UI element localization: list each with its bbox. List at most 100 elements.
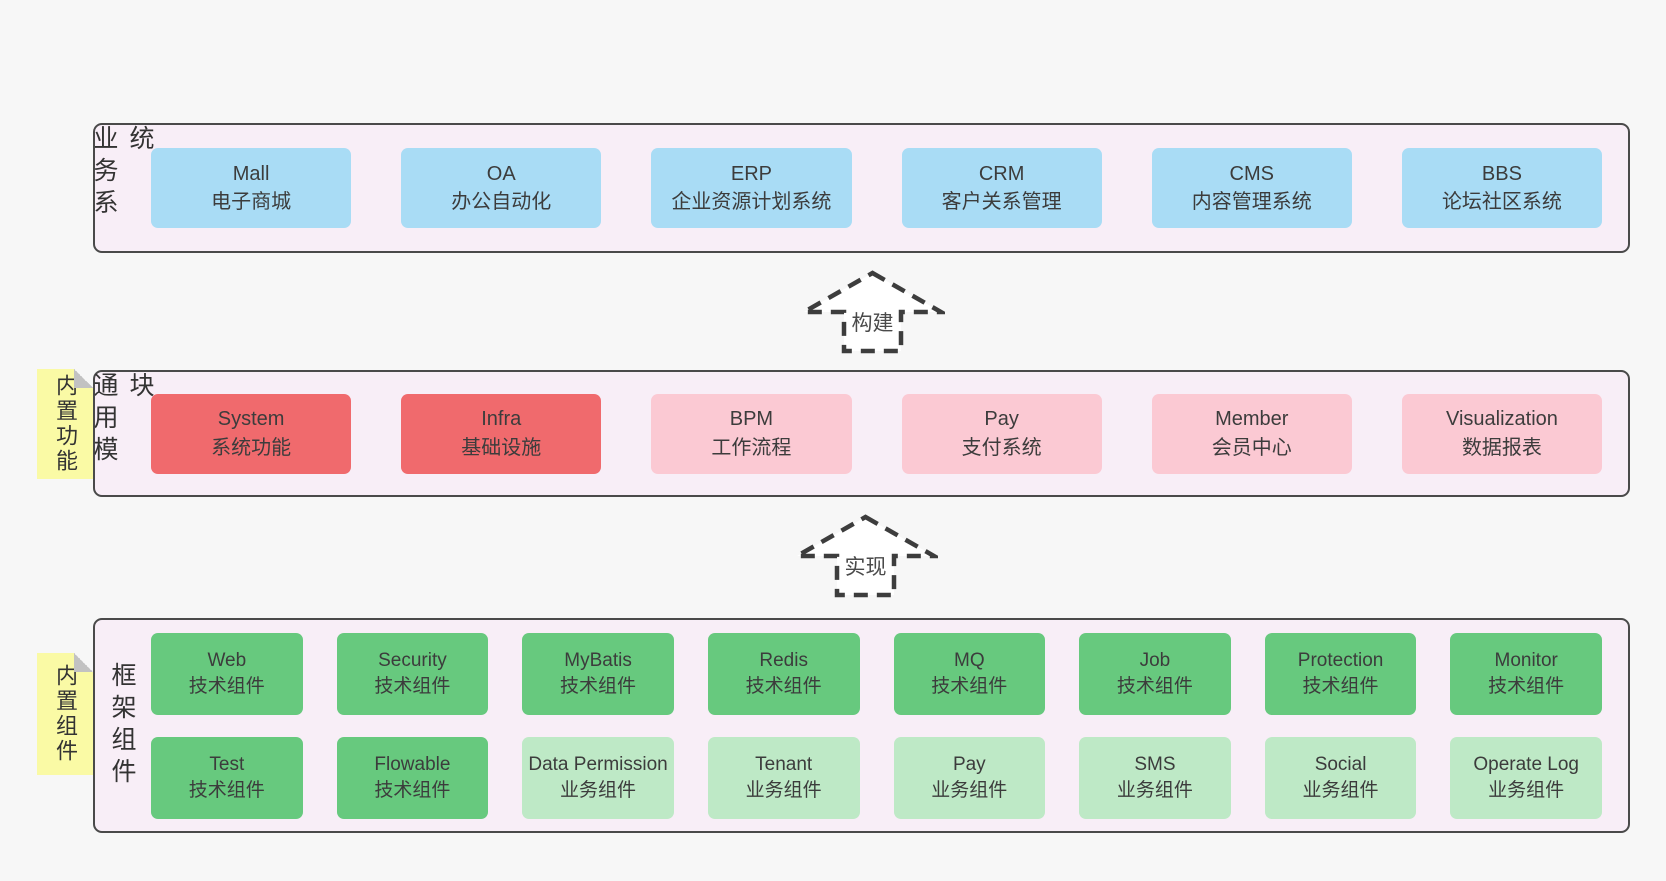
band-framework-components-label: 框架组件 [108, 661, 136, 790]
box-redis-title: Redis [759, 650, 808, 672]
box-oa-subtitle: 办公自动化 [451, 191, 552, 213]
box-protection-title: Protection [1297, 650, 1384, 672]
box-member-subtitle: 会员中心 [1211, 436, 1292, 459]
box-bpm: BPM 工作流程 [651, 393, 852, 474]
box-erp-title: ERP [730, 162, 772, 185]
box-system: System 系统功能 [151, 393, 352, 474]
business-systems-box-row: Mall 电子商城 OA 办公自动化 ERP 企业资源计划系统 CRM 客户关系… [149, 125, 1628, 251]
box-mall: Mall 电子商城 [151, 148, 352, 228]
box-operate-log-subtitle: 业务组件 [1488, 779, 1565, 801]
box-operate-log: Operate Log 业务组件 [1450, 736, 1602, 819]
box-infra-subtitle: 基础设施 [461, 436, 542, 459]
box-web-subtitle: 技术组件 [188, 675, 265, 697]
box-mybatis-subtitle: 技术组件 [560, 675, 637, 697]
box-security-subtitle: 技术组件 [374, 675, 451, 697]
box-member: Member 会员中心 [1151, 393, 1352, 474]
build-arrow: 构建 [800, 270, 945, 354]
box-mq-subtitle: 技术组件 [931, 675, 1008, 697]
box-test-title: Test [209, 754, 245, 776]
folded-corner-icon [74, 653, 93, 672]
band-framework-components: 框架组件 Web 技术组件 Security 技术组件 MyBatis 技术组件… [93, 618, 1630, 833]
box-social-subtitle: 业务组件 [1302, 779, 1379, 801]
box-job-subtitle: 技术组件 [1116, 675, 1193, 697]
box-social-title: Social [1314, 754, 1367, 776]
common-modules-box-row: System 系统功能 Infra 基础设施 BPM 工作流程 Pay 支付系统… [149, 372, 1628, 495]
box-flowable-subtitle: 技术组件 [374, 779, 451, 801]
band-common-modules: 通用模块 System 系统功能 Infra 基础设施 BPM 工作流程 Pay… [90, 370, 1630, 497]
sticky-built-in-features-label: 内置功能 [53, 374, 78, 474]
box-security-title: Security [378, 650, 447, 672]
box-job-title: Job [1139, 650, 1171, 672]
box-mall-title: Mall [232, 162, 270, 185]
box-visualization-title: Visualization [1445, 408, 1558, 431]
box-member-title: Member [1215, 408, 1289, 431]
box-sms-title: SMS [1134, 754, 1176, 776]
box-test-subtitle: 技术组件 [188, 779, 265, 801]
box-pay-component: Pay 业务组件 [893, 736, 1046, 819]
box-crm-title: CRM [978, 162, 1025, 185]
box-pay-module: Pay 支付系统 [901, 393, 1102, 474]
box-pay-module-subtitle: 支付系统 [961, 436, 1042, 459]
box-protection: Protection 技术组件 [1264, 632, 1417, 715]
box-mq-title: MQ [954, 650, 985, 672]
box-bbs: BBS 论坛社区系统 [1401, 148, 1603, 228]
box-erp-subtitle: 企业资源计划系统 [671, 191, 832, 213]
box-sms-subtitle: 业务组件 [1116, 779, 1193, 801]
folded-corner-icon [74, 369, 93, 388]
box-tenant-subtitle: 业务组件 [745, 779, 822, 801]
box-redis: Redis 技术组件 [707, 632, 860, 715]
box-tenant: Tenant 业务组件 [707, 736, 860, 819]
band-business-systems: 业务系统 Mall 电子商城 OA 办公自动化 ERP 企业资源计划系统 CRM… [90, 123, 1630, 253]
band-business-systems-label: 业务系统 [90, 125, 154, 221]
box-infra-title: Infra [481, 408, 522, 431]
box-data-permission-title: Data Permission [528, 754, 668, 776]
box-bpm-title: BPM [729, 408, 774, 431]
implement-arrow-label: 实现 [842, 550, 889, 581]
band-common-modules-label: 通用模块 [90, 372, 154, 468]
sticky-built-in-components-label: 内置组件 [53, 664, 78, 764]
box-redis-subtitle: 技术组件 [745, 675, 822, 697]
framework-components-rows: Web 技术组件 Security 技术组件 MyBatis 技术组件 Redi… [149, 620, 1628, 831]
box-cms-subtitle: 内容管理系统 [1191, 191, 1312, 213]
box-system-subtitle: 系统功能 [211, 436, 292, 459]
box-operate-log-title: Operate Log [1473, 754, 1579, 776]
box-mq: MQ 技术组件 [893, 632, 1046, 715]
box-crm: CRM 客户关系管理 [901, 148, 1102, 228]
framework-components-row-1: Web 技术组件 Security 技术组件 MyBatis 技术组件 Redi… [151, 632, 1602, 715]
box-pay-module-title: Pay [984, 408, 1019, 431]
sticky-built-in-components: 内置组件 [37, 653, 93, 775]
implement-arrow: 实现 [793, 512, 938, 600]
box-cms: CMS 内容管理系统 [1151, 148, 1352, 228]
box-crm-subtitle: 客户关系管理 [941, 191, 1062, 213]
box-oa: OA 办公自动化 [401, 148, 602, 228]
box-oa-title: OA [486, 162, 516, 185]
box-pay-component-title: Pay [952, 754, 986, 776]
box-system-title: System [217, 408, 285, 431]
box-data-permission: Data Permission 业务组件 [522, 736, 674, 819]
box-flowable: Flowable 技术组件 [336, 736, 489, 819]
box-social: Social 业务组件 [1264, 736, 1417, 819]
box-bbs-subtitle: 论坛社区系统 [1441, 191, 1562, 213]
box-monitor-title: Monitor [1494, 650, 1558, 672]
box-cms-title: CMS [1229, 162, 1274, 185]
box-test: Test 技术组件 [151, 736, 303, 819]
box-pay-component-subtitle: 业务组件 [931, 779, 1008, 801]
build-arrow-label: 构建 [849, 306, 896, 337]
box-security: Security 技术组件 [336, 632, 489, 715]
box-job: Job 技术组件 [1079, 632, 1231, 715]
box-monitor-subtitle: 技术组件 [1488, 675, 1565, 697]
box-mybatis: MyBatis 技术组件 [522, 632, 674, 715]
box-bpm-subtitle: 工作流程 [711, 436, 792, 459]
box-web: Web 技术组件 [151, 632, 303, 715]
box-protection-subtitle: 技术组件 [1302, 675, 1379, 697]
framework-components-row-2: Test 技术组件 Flowable 技术组件 Data Permission … [151, 736, 1602, 819]
box-web-title: Web [207, 650, 247, 672]
box-tenant-title: Tenant [755, 754, 813, 776]
sticky-built-in-features: 内置功能 [37, 369, 93, 479]
box-erp: ERP 企业资源计划系统 [651, 148, 852, 228]
box-visualization-subtitle: 数据报表 [1461, 436, 1542, 459]
box-bbs-title: BBS [1481, 162, 1522, 185]
box-monitor: Monitor 技术组件 [1450, 632, 1602, 715]
box-mall-subtitle: 电子商城 [211, 191, 292, 213]
box-sms: SMS 业务组件 [1079, 736, 1231, 819]
